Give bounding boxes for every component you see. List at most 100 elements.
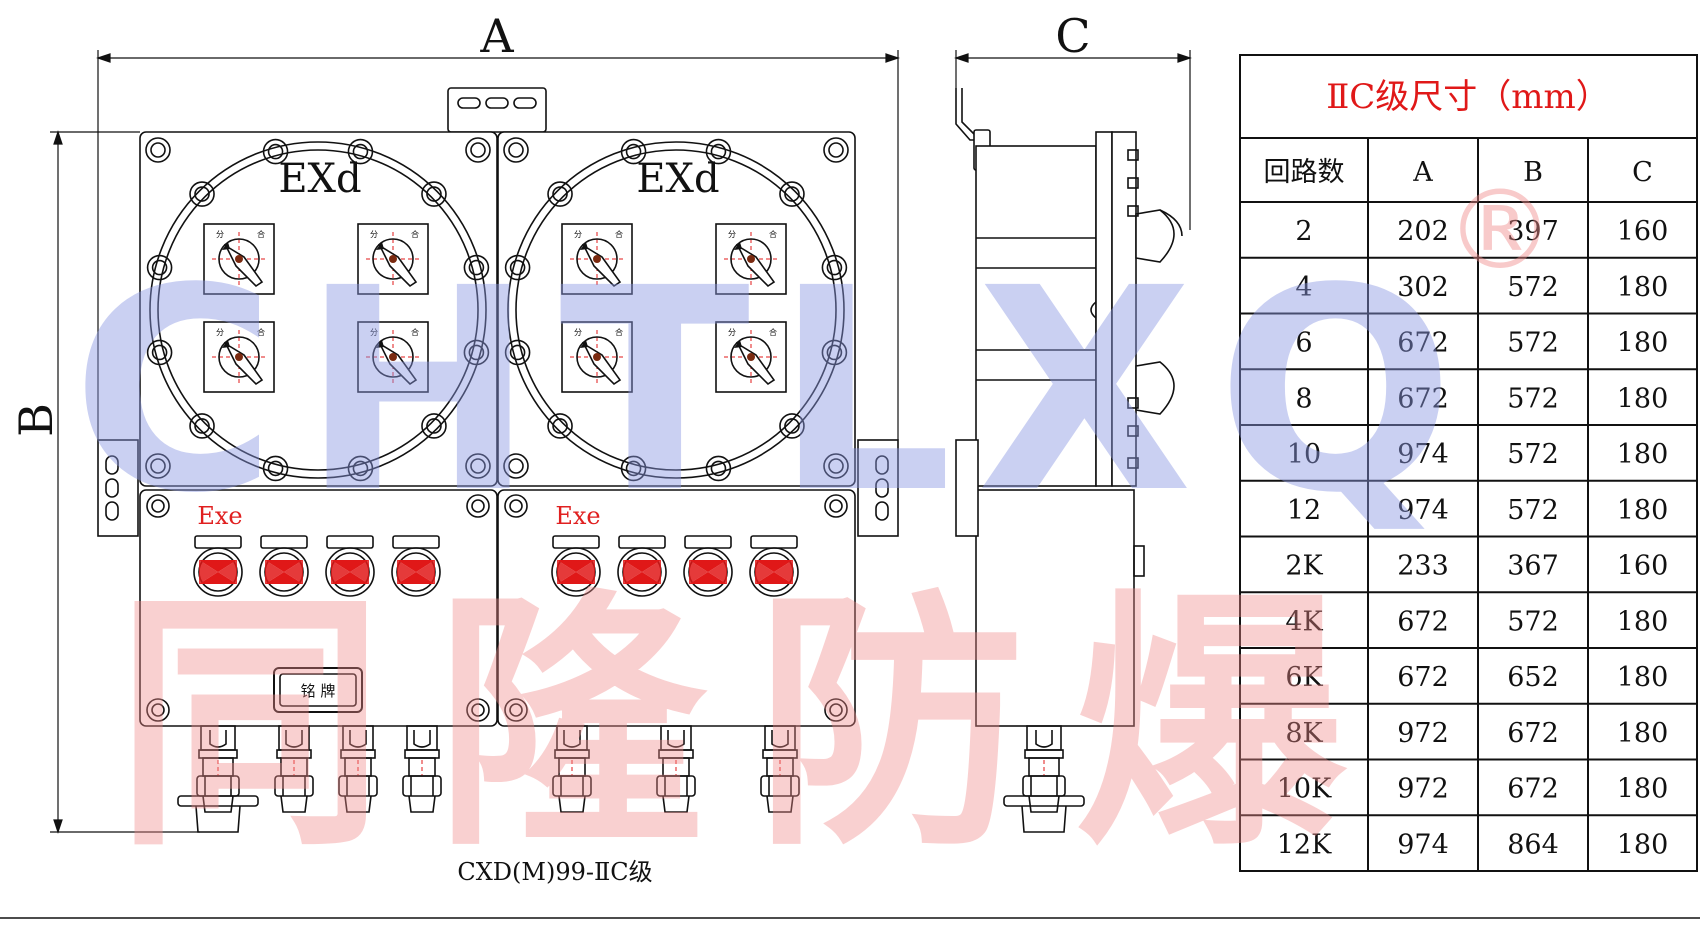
corner-screw bbox=[466, 494, 490, 518]
corner-screw bbox=[824, 494, 848, 518]
bolt bbox=[705, 455, 732, 482]
side-view bbox=[955, 88, 1183, 833]
bolt bbox=[823, 137, 849, 163]
dimension-a-label: A bbox=[479, 9, 514, 63]
table-cell: 974 bbox=[1397, 829, 1449, 860]
exe-box-right-detail bbox=[504, 494, 848, 722]
switch-off-mark: 分 bbox=[216, 328, 224, 337]
top-mounting-ear bbox=[447, 87, 547, 133]
rotary-switch: 分合 bbox=[203, 223, 275, 295]
cable-gland bbox=[177, 725, 259, 833]
rotary-switch: 分合 bbox=[715, 223, 787, 295]
table-cell: 180 bbox=[1617, 439, 1669, 470]
bolt bbox=[145, 453, 171, 479]
switch-on-mark: 合 bbox=[769, 229, 777, 239]
table-cell: 572 bbox=[1507, 328, 1559, 359]
cable-gland bbox=[402, 725, 442, 813]
table-title: ⅡC级尺寸（mm） bbox=[1326, 77, 1610, 117]
corner-screw bbox=[146, 698, 170, 722]
rotary-switch: 分合 bbox=[357, 223, 429, 295]
table-cell: 672 bbox=[1397, 328, 1449, 359]
table-cell: 397 bbox=[1507, 216, 1559, 247]
bolt bbox=[262, 455, 289, 482]
switch-on-mark: 合 bbox=[411, 327, 419, 337]
table-cell: 672 bbox=[1507, 774, 1559, 805]
table-cell: 180 bbox=[1617, 272, 1669, 303]
cable-gland bbox=[338, 725, 378, 813]
rotary-switch: 分合 bbox=[561, 223, 633, 295]
table-cell: 974 bbox=[1397, 495, 1449, 526]
bolt bbox=[145, 137, 171, 163]
corner-screw bbox=[146, 494, 170, 518]
bolt bbox=[503, 453, 529, 479]
bolt bbox=[504, 254, 531, 281]
dimension-a bbox=[96, 50, 900, 440]
table-cell: 160 bbox=[1617, 551, 1669, 582]
bolt bbox=[620, 138, 647, 165]
exe-box-right bbox=[497, 489, 856, 727]
table-cell: 180 bbox=[1617, 774, 1669, 805]
table-cell: 974 bbox=[1397, 439, 1449, 470]
cable-gland bbox=[656, 725, 696, 813]
bolt bbox=[421, 413, 447, 439]
bolt bbox=[463, 254, 490, 281]
table-cell: 572 bbox=[1507, 383, 1559, 414]
dimension-c-label: C bbox=[1055, 9, 1090, 63]
bolt bbox=[262, 138, 289, 165]
table-frame bbox=[1239, 54, 1698, 872]
table-cell: 180 bbox=[1617, 606, 1669, 637]
table-cell: 10 bbox=[1287, 439, 1321, 470]
switch-off-mark: 分 bbox=[370, 230, 378, 239]
cover-lid bbox=[157, 149, 479, 471]
table-cell: 367 bbox=[1507, 551, 1559, 582]
switch-on-mark: 合 bbox=[411, 229, 419, 239]
switch-off-mark: 分 bbox=[216, 230, 224, 239]
table-cell: 972 bbox=[1397, 718, 1449, 749]
table-cell: 864 bbox=[1507, 829, 1559, 860]
corner-screw bbox=[824, 698, 848, 722]
table-cell: 233 bbox=[1397, 551, 1449, 582]
switch-on-mark: 合 bbox=[257, 229, 265, 239]
bolt bbox=[189, 181, 215, 207]
exe-box-left-detail bbox=[146, 494, 490, 722]
bolt bbox=[146, 254, 173, 281]
right-mounting-ear bbox=[857, 439, 899, 537]
bolt bbox=[189, 413, 215, 439]
exd-label-left: EXd bbox=[278, 156, 361, 202]
corner-screw bbox=[504, 494, 528, 518]
indicator-lamp bbox=[551, 535, 601, 597]
cover-flange bbox=[507, 141, 845, 479]
table-cell: 652 bbox=[1507, 662, 1559, 693]
bolt bbox=[779, 413, 805, 439]
nameplate bbox=[273, 667, 363, 713]
table-header-cell: 回路数 bbox=[1264, 157, 1345, 188]
cable-gland bbox=[1003, 725, 1085, 833]
switch-on-mark: 合 bbox=[257, 327, 265, 337]
table-cell: 572 bbox=[1507, 439, 1559, 470]
exd-box-left bbox=[139, 131, 498, 487]
rotary-switch: 分合 bbox=[203, 321, 275, 393]
table-header-cell: B bbox=[1523, 157, 1543, 188]
table-cell: 180 bbox=[1617, 662, 1669, 693]
cover-lid bbox=[515, 149, 837, 471]
table-cell: 180 bbox=[1617, 328, 1669, 359]
table-cell: 572 bbox=[1507, 606, 1559, 637]
switch-off-mark: 分 bbox=[728, 328, 736, 337]
bolt bbox=[465, 453, 491, 479]
indicator-lamp bbox=[391, 535, 441, 597]
switch-off-mark: 分 bbox=[728, 230, 736, 239]
rotary-switch: 分合 bbox=[561, 321, 633, 393]
table-cell: 4K bbox=[1285, 606, 1323, 637]
bolt bbox=[547, 413, 573, 439]
exd-label-right: EXd bbox=[636, 156, 719, 202]
table-cell: 672 bbox=[1397, 383, 1449, 414]
indicator-lamp bbox=[749, 535, 799, 597]
table-cell: 572 bbox=[1507, 495, 1559, 526]
indicator-lamp bbox=[259, 535, 309, 597]
dimension-c bbox=[954, 50, 1192, 230]
rotary-switch: 分合 bbox=[715, 321, 787, 393]
table-cell: 202 bbox=[1397, 216, 1449, 247]
exe-label-right: Exe bbox=[555, 502, 600, 530]
table-cell: 160 bbox=[1617, 216, 1669, 247]
